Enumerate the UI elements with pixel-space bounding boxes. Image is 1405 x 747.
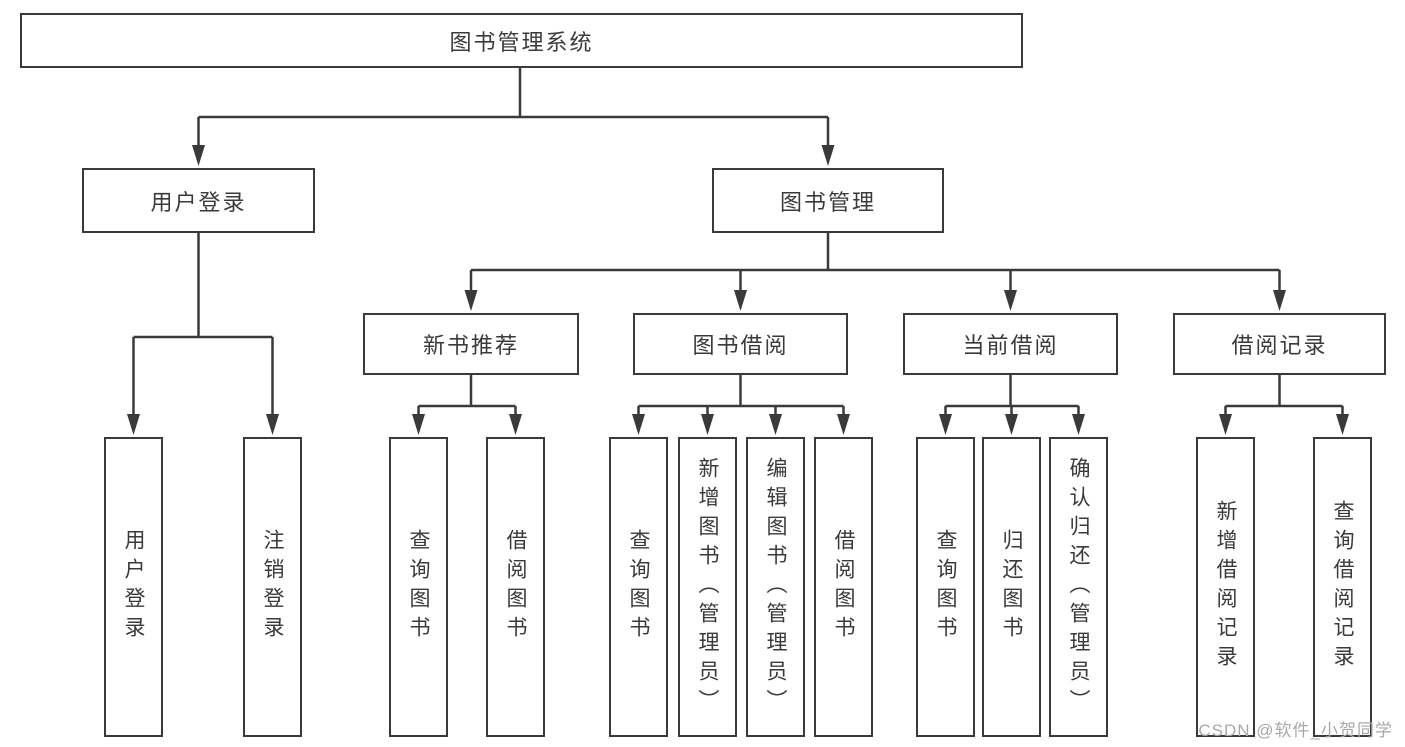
node-label: 注销登录 — [261, 529, 284, 645]
arrowhead-icon — [837, 414, 850, 435]
arrowhead-icon — [509, 414, 522, 435]
arrowhead-icon — [734, 290, 747, 311]
node-book-borrowing: 图书借阅 — [633, 313, 848, 375]
node-label: 查询图书 — [407, 529, 430, 645]
connector-root-split — [197, 68, 830, 150]
node-label: 借阅记录 — [1231, 333, 1328, 358]
leaf-borrow-books-borrowing: 借阅图书 — [814, 437, 873, 737]
connector-records-split — [1224, 375, 1344, 419]
arrowhead-icon — [821, 145, 835, 166]
arrowhead-icon — [266, 414, 279, 435]
arrowhead-icon — [1219, 414, 1232, 435]
connector-book-mgmt-split — [469, 233, 1281, 295]
leaf-query-books-current: 查询图书 — [916, 437, 975, 737]
node-label: 归还图书 — [1000, 529, 1023, 645]
leaf-query-books-borrowing: 查询图书 — [609, 437, 668, 737]
leaf-user-login: 用户登录 — [104, 437, 163, 737]
node-label: 确认归还（管理员） — [1067, 456, 1090, 718]
arrowhead-icon — [1072, 414, 1085, 435]
node-label: 借阅图书 — [504, 529, 527, 645]
node-borrowing-records: 借阅记录 — [1173, 313, 1386, 375]
leaf-query-books-recommend: 查询图书 — [389, 437, 448, 737]
arrowhead-icon — [127, 414, 140, 435]
arrowhead-icon — [1336, 414, 1349, 435]
node-label: 图书管理系统 — [449, 29, 594, 55]
arrowhead-icon — [192, 145, 205, 166]
arrowhead-icon — [1273, 290, 1286, 311]
arrowhead-icon — [701, 414, 714, 435]
leaf-query-borrow-record: 查询借阅记录 — [1313, 437, 1372, 737]
node-user-login: 用户登录 — [82, 168, 315, 233]
arrowhead-icon — [464, 290, 478, 311]
node-label: 查询图书 — [934, 529, 957, 645]
node-label: 新增借阅记录 — [1214, 500, 1237, 674]
watermark: CSDN @软件_小贺同学 — [1198, 721, 1393, 740]
arrowhead-icon — [1005, 414, 1018, 435]
arrowhead-icon — [412, 414, 425, 435]
leaf-edit-book-admin: 编辑图书（管理员） — [746, 437, 805, 737]
node-label: 当前借阅 — [962, 333, 1059, 358]
node-current-borrowing: 当前借阅 — [903, 313, 1118, 375]
leaf-confirm-return-admin: 确认归还（管理员） — [1049, 437, 1108, 737]
node-label: 图书借阅 — [692, 333, 789, 358]
connector-new-book-split — [417, 375, 517, 419]
leaf-add-borrow-record: 新增借阅记录 — [1196, 437, 1255, 737]
leaf-add-book-admin: 新增图书（管理员） — [678, 437, 737, 737]
arrowhead-icon — [632, 414, 645, 435]
leaf-logout-login: 注销登录 — [243, 437, 302, 737]
node-label: 借阅图书 — [832, 529, 855, 645]
node-label: 查询图书 — [627, 529, 650, 645]
node-label: 新书推荐 — [422, 333, 519, 358]
connector-current-borrow-split — [944, 375, 1080, 419]
connector-user-login-split — [132, 233, 274, 419]
arrowhead-icon — [939, 414, 952, 435]
arrowhead-icon — [769, 414, 782, 435]
node-new-book-recommend: 新书推荐 — [363, 313, 579, 375]
connector-book-borrow-split — [637, 375, 845, 419]
node-label: 用户登录 — [150, 189, 247, 215]
node-label: 新增图书（管理员） — [696, 456, 719, 718]
leaf-return-books: 归还图书 — [982, 437, 1041, 737]
node-library-management-system: 图书管理系统 — [20, 13, 1023, 68]
arrowhead-icon — [1004, 290, 1017, 311]
leaf-borrow-books-recommend: 借阅图书 — [486, 437, 545, 737]
node-book-management: 图书管理 — [712, 168, 944, 233]
node-label: 编辑图书（管理员） — [764, 456, 787, 718]
node-label: 图书管理 — [779, 189, 876, 215]
node-label: 查询借阅记录 — [1331, 500, 1354, 674]
node-label: 用户登录 — [122, 529, 145, 645]
